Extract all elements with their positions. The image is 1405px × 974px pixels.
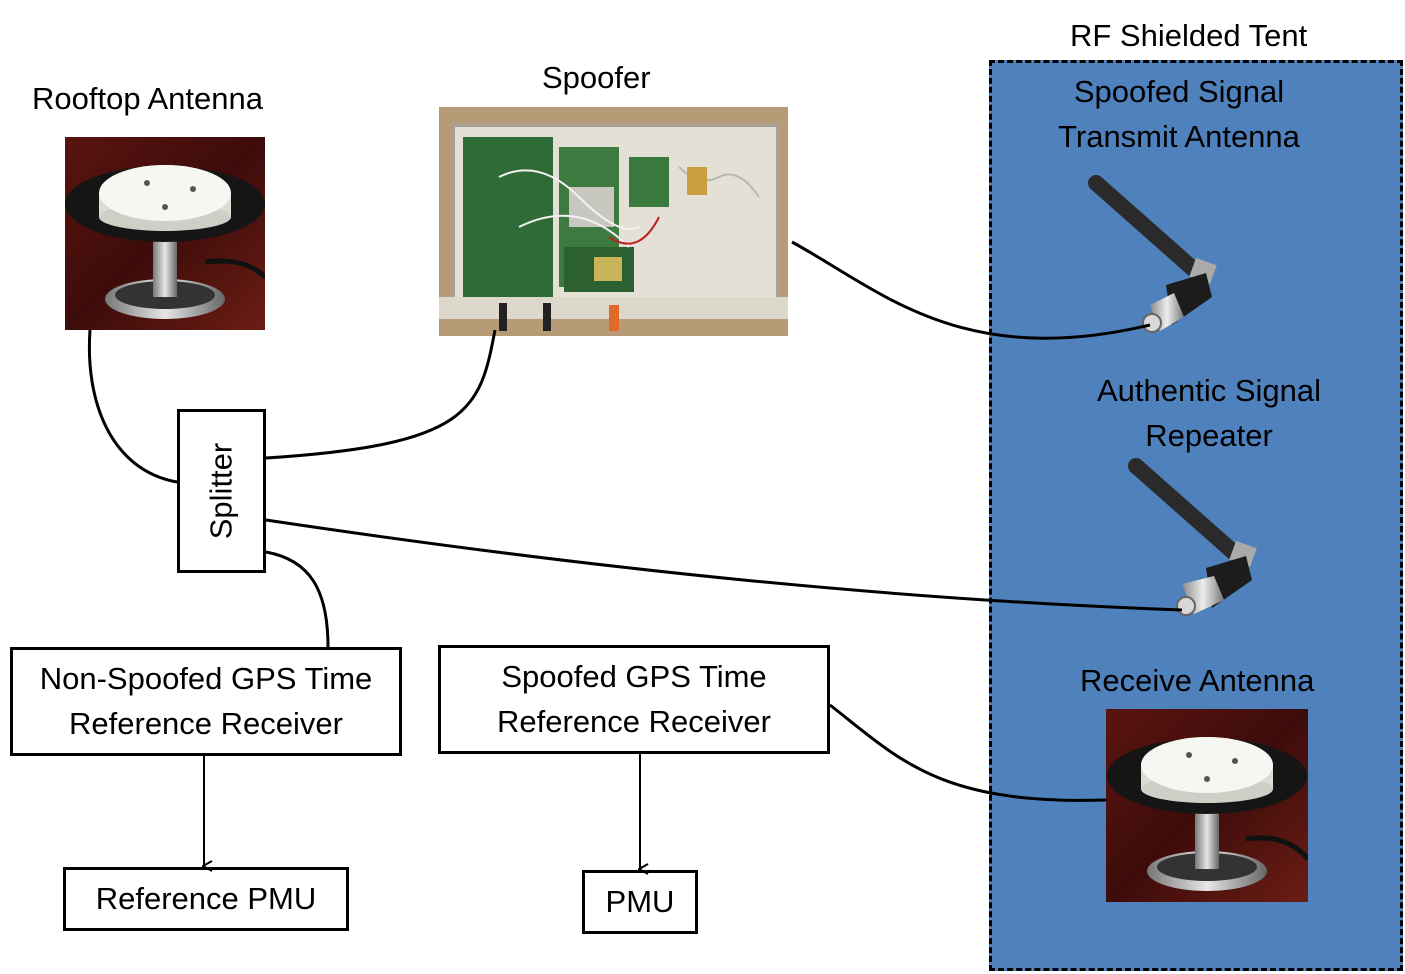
receive-antenna-photo [1106,709,1308,902]
spoofed-transmit-antenna-photo [1088,175,1228,340]
splitter-label: Splitter [203,442,239,540]
authentic-repeater-antenna-photo [1128,458,1268,623]
rooftop-antenna-photo [65,137,265,330]
cable-spoofer-to-splitter [265,329,497,460]
tent-title: RF Shielded Tent [1070,18,1308,53]
pmu-box: PMU [582,870,698,934]
reference-pmu-label: Reference PMU [95,880,317,916]
transmit-antenna-label-line2: Transmit Antenna [1058,118,1300,154]
repeater-label-line1: Authentic Signal [1096,373,1322,408]
splitter-box: Splitter [177,409,266,573]
spoofed-receiver-line1: Spoofed GPS Time [501,658,767,694]
repeater-label-line2: Repeater [1145,417,1273,453]
pmu-label: PMU [605,883,675,919]
transmit-antenna-label-line1: Spoofed Signal [1073,74,1285,109]
spoofer-photo [439,107,788,336]
repeater-label: Authentic Signal Repeater [1082,369,1336,459]
spoofer-label: Spoofer [542,60,651,95]
spoofed-receiver-box: Spoofed GPS Time Reference Receiver [438,645,830,754]
cable-splitter-to-nonspoofed-receiver [265,550,330,648]
cable-rooftop-to-splitter [87,329,178,484]
receive-antenna-label: Receive Antenna [1080,663,1315,698]
rooftop-antenna-label: Rooftop Antenna [32,81,263,116]
nonspoofed-receiver-line2: Reference Receiver [69,705,343,741]
nonspoofed-receiver-line1: Non-Spoofed GPS Time [39,660,373,696]
reference-pmu-box: Reference PMU [63,867,349,931]
nonspoofed-receiver-box: Non-Spoofed GPS Time Reference Receiver [10,647,402,756]
transmit-antenna-label: Spoofed Signal Transmit Antenna [1042,70,1316,160]
spoofed-receiver-line2: Reference Receiver [497,703,771,739]
